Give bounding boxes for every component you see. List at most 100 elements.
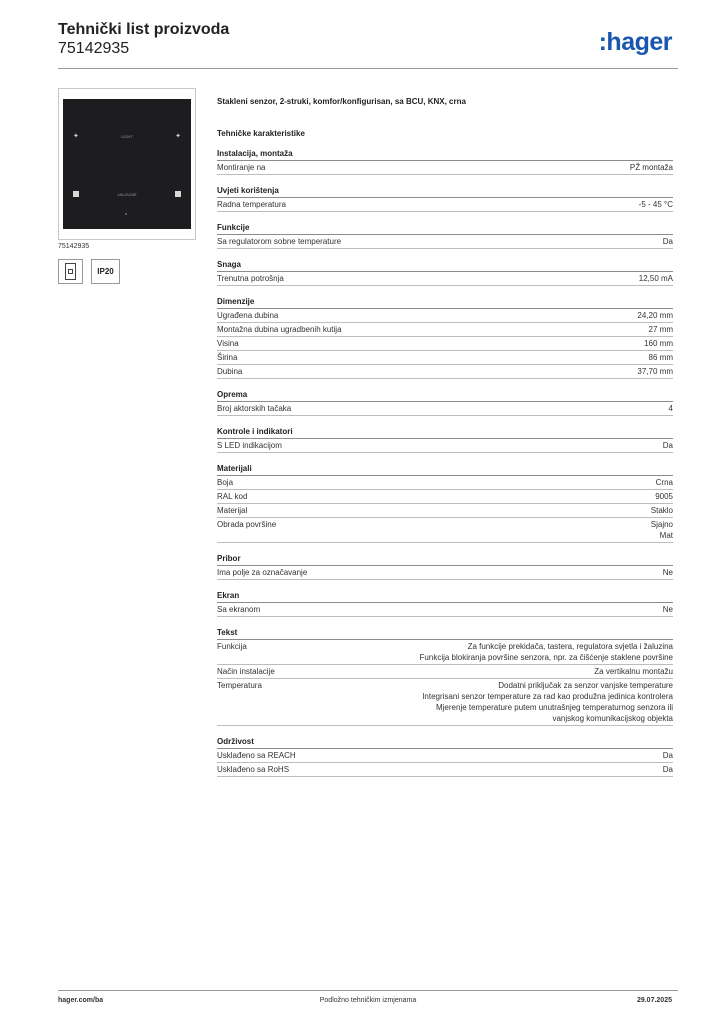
light-bulb-icon: ✦ [175, 133, 181, 140]
spec-value-line: Staklo [650, 506, 673, 515]
spec-value-line: Mat [659, 531, 673, 540]
spec-key: Temperatura [217, 681, 262, 690]
footer-website[interactable]: hager.com/ba [58, 997, 104, 1004]
spec-key: Broj aktorskih tačaka [217, 404, 292, 413]
section-title: Tekst [217, 627, 673, 640]
blind-up-icon [73, 191, 79, 197]
spec-value: Da [290, 440, 673, 451]
spec-value-line: 27 mm [648, 325, 673, 334]
section-title: Ekran [217, 590, 673, 603]
spec-value-line: 160 mm [644, 339, 673, 348]
spec-key: Ugrađena dubina [217, 311, 279, 320]
section-title: Kontrole i indikatori [217, 426, 673, 439]
spec-value: Staklo [255, 505, 673, 516]
spec-value: Ne [268, 604, 673, 615]
spec-value-line: Sjajno [650, 520, 673, 529]
spec-row: Sa regulatorom sobne temperature Da [217, 235, 673, 249]
glass-top-row: ✦ LIGHT ✦ [73, 132, 181, 140]
badge-row: IP20 [58, 259, 196, 284]
tech-characteristics-heading: Tehničke karakteristike [217, 129, 305, 138]
section-title: Oprema [217, 389, 673, 402]
spec-value-line: 37,70 mm [637, 367, 673, 376]
document-header: Tehnički list proizvoda 75142935 :hager [58, 20, 678, 68]
spec-value: 24,20 mm [286, 310, 673, 321]
glass-label-light: LIGHT [121, 133, 133, 139]
section-title: Funkcije [217, 222, 673, 235]
spec-key: Usklađeno sa RoHS [217, 765, 290, 774]
spec-row: S LED indikacijom Da [217, 439, 673, 453]
document-title: Tehnički list proizvoda [58, 21, 230, 38]
flush-mount-icon [58, 259, 83, 284]
spec-value-line: Ne [662, 605, 673, 614]
spec-value: Da [297, 764, 673, 775]
spec-value-line: -5 - 45 °C [638, 200, 673, 209]
spec-value: 37,70 mm [250, 366, 673, 377]
spec-value-line: Mjerenje temperature putem unutrašnjeg t… [435, 703, 673, 712]
spec-value: 27 mm [350, 324, 673, 335]
section-title: Uvjeti korištenja [217, 185, 673, 198]
spec-row: Ugrađena dubina 24,20 mm [217, 309, 673, 323]
spec-key: Montiranje na [217, 163, 266, 172]
spec-key: Trenutna potrošnja [217, 274, 284, 283]
spec-value-line: Da [662, 237, 673, 246]
spec-value-line: Ne [662, 568, 673, 577]
led-indicator [125, 213, 127, 215]
spec-value-line: Dodatni priključak za senzor vanjske tem… [498, 681, 673, 690]
spec-value: Da [349, 236, 673, 247]
spec-key: Ima polje za označavanje [217, 568, 308, 577]
spec-key: Sa regulatorom sobne temperature [217, 237, 342, 246]
spec-value-line: Da [662, 751, 673, 760]
spec-value: PŽ montaža [273, 162, 673, 173]
spec-value: Da [304, 750, 673, 761]
spec-key: S LED indikacijom [217, 441, 282, 450]
spec-value-line: 4 [668, 404, 673, 413]
spec-section: Kontrole i indikatori S LED indikacijom Da [217, 426, 673, 453]
spec-key: Usklađeno sa REACH [217, 751, 296, 760]
spec-key: Montažna dubina ugradbenih kutija [217, 325, 342, 334]
product-number: 75142935 [58, 40, 130, 57]
spec-key: Radna temperatura [217, 200, 286, 209]
spec-value-line: Za funkcije prekidača, tastera, regulato… [467, 642, 673, 651]
spec-key: RAL kod [217, 492, 248, 501]
spec-value-line: Da [662, 441, 673, 450]
spec-row: RAL kod 9005 [217, 490, 673, 504]
spec-value-line: Integrisani senzor temperature za rad ka… [422, 692, 673, 701]
footer-disclaimer: Podložno tehničkim izmjenama [319, 997, 417, 1004]
spec-value: Za vertikalnu montažu [283, 666, 673, 677]
footer-date: 29.07.2025 [636, 997, 672, 1004]
spec-value: Dodatni priključak za senzor vanjske tem… [270, 680, 673, 724]
spec-key: Visina [217, 339, 239, 348]
page-footer: hager.com/ba Podložno tehničkim izmjenam… [58, 997, 678, 1009]
spec-row: Broj aktorskih tačaka 4 [217, 402, 673, 416]
spec-value-line: 12,50 mA [638, 274, 673, 283]
spec-row: Montiranje na PŽ montaža [217, 161, 673, 175]
spec-row: Ima polje za označavanje Ne [217, 566, 673, 580]
specification-content: Stakleni senzor, 2-struki, komfor/konfig… [217, 96, 673, 787]
hager-logo: :hager [598, 28, 673, 56]
header-divider [58, 68, 678, 69]
section-title: Materijali [217, 463, 673, 476]
spec-value: 4 [299, 403, 673, 414]
spec-value: 9005 [255, 491, 673, 502]
spec-value-line: Za vertikalnu montažu [594, 667, 673, 676]
spec-value-line: 9005 [655, 492, 673, 501]
ip-rating-badge: IP20 [91, 259, 120, 284]
spec-value: 86 mm [245, 352, 673, 363]
spec-row: Usklađeno sa REACH Da [217, 749, 673, 763]
product-image-column: ✦ LIGHT ✦ JALOUSIE 75142935 IP20 [58, 88, 196, 284]
spec-value-line: vanjskog komunikacijskog objekta [552, 714, 673, 723]
